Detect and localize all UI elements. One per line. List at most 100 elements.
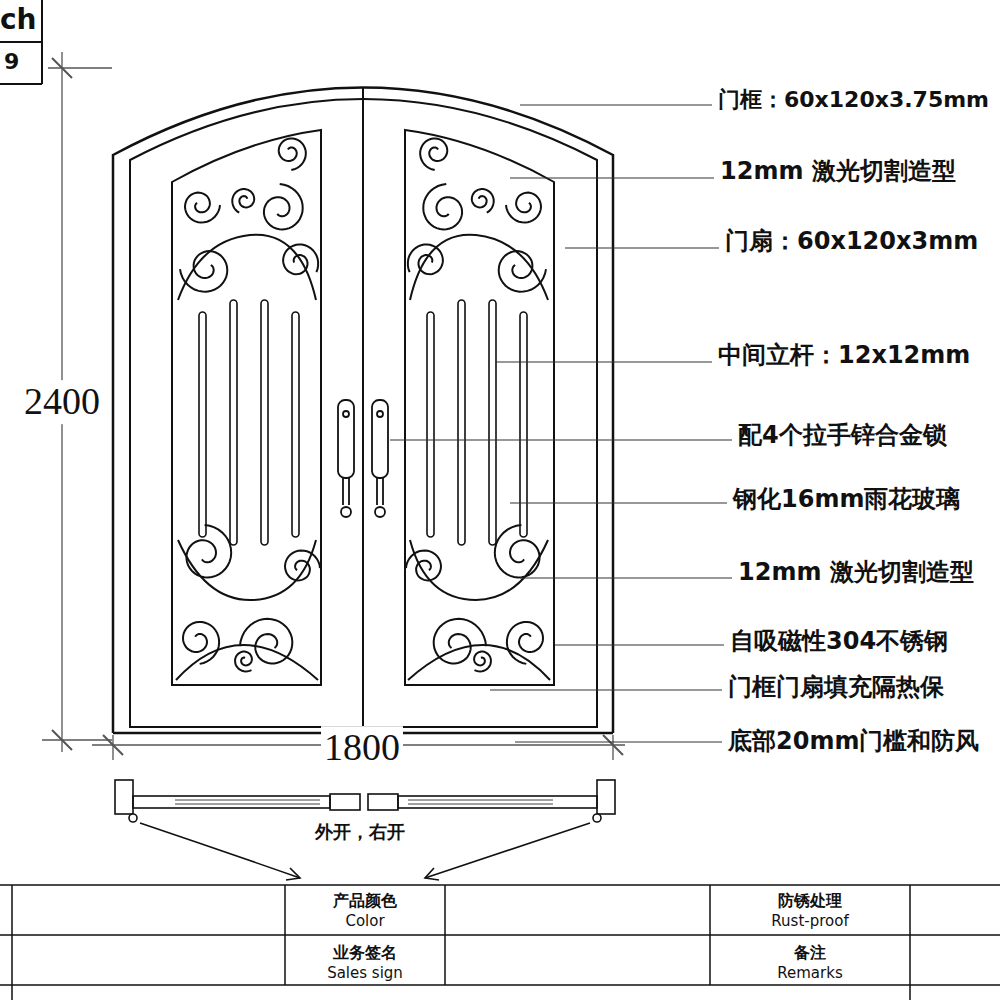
scroll-spiral	[185, 193, 220, 223]
scroll-spiral	[423, 184, 462, 229]
scroll-spiral	[285, 551, 320, 581]
callout-label: 配4个拉手锌合金锁	[738, 422, 947, 450]
leader-lines	[390, 105, 732, 742]
callout-label: 9	[4, 49, 19, 74]
bar	[489, 300, 496, 545]
lock-cylinder	[377, 411, 383, 417]
swing-arc	[140, 823, 300, 878]
scroll-spiral	[279, 138, 306, 170]
callout-label: 底部20mm门槛和防风	[728, 728, 979, 756]
lock-cylinder	[343, 411, 349, 417]
handle-plate	[372, 400, 388, 478]
table-cell: 备注	[794, 944, 826, 962]
handle-knob	[341, 507, 351, 517]
leaf-edge	[330, 794, 360, 810]
swing-arc	[425, 823, 590, 878]
callout-label: 自吸磁性304不锈钢	[730, 628, 948, 656]
scroll-spiral	[406, 551, 441, 581]
bar	[261, 300, 268, 545]
leader-line	[495, 361, 712, 362]
leader-line	[520, 104, 712, 105]
scroll-spiral	[420, 138, 447, 170]
scroll-spiral	[180, 251, 227, 292]
scroll-spiral	[474, 652, 491, 672]
scroll-stem	[410, 540, 548, 600]
bar	[458, 300, 465, 545]
door-outline	[0, 0, 613, 733]
hinge	[129, 814, 137, 822]
scroll-spiral	[232, 189, 254, 213]
bars	[199, 300, 527, 545]
table-cell: 业务签名	[333, 944, 397, 962]
callout-label: 钢化16mm雨花玻璃	[733, 486, 960, 514]
glass-panel	[405, 130, 554, 685]
handle-grip	[343, 478, 349, 505]
callout-label: 中间立杆：12x12mm	[718, 342, 970, 370]
scroll-stem	[178, 540, 316, 600]
callout-label: 12mm 激光切割造型	[720, 158, 956, 186]
scroll-spiral	[235, 652, 252, 672]
leaf-plan	[133, 796, 330, 808]
leader-line	[510, 502, 727, 503]
table-grid	[0, 885, 1000, 1000]
scroll-spiral	[434, 619, 486, 664]
leader-line	[490, 689, 722, 690]
callout-label: 外开，右开	[315, 822, 405, 843]
scroll-spiral	[283, 245, 318, 275]
scroll-spiral	[495, 525, 540, 577]
scroll-spiral	[264, 184, 303, 229]
scroll-stem	[176, 645, 318, 680]
glass-panel	[172, 130, 321, 685]
handles	[338, 400, 388, 517]
dimension-label: 1800	[321, 726, 403, 770]
jamb	[115, 780, 133, 814]
leader-line	[390, 439, 732, 440]
leaf-split	[362, 88, 364, 727]
swing-arrow	[425, 868, 439, 880]
title-corner	[0, 0, 42, 84]
callout-label: 门框门扇填充隔热保	[728, 674, 944, 702]
door-frame	[113, 88, 613, 734]
leader-line	[510, 177, 714, 178]
scroll-spiral	[499, 251, 546, 292]
scroll-spiral	[240, 619, 292, 664]
table-cell: Color	[345, 913, 384, 930]
leader-line	[555, 644, 724, 645]
table-cell: 产品颜色	[333, 892, 397, 910]
dimension-label: 2400	[21, 380, 103, 424]
plan-view	[115, 780, 615, 880]
bar	[230, 300, 237, 545]
scroll-spiral	[187, 525, 232, 577]
leader-line	[515, 741, 722, 742]
table-cell: Rust-proof	[771, 913, 848, 930]
leaf-edge	[368, 794, 398, 810]
callout-label: 12mm 激光切割造型	[738, 559, 974, 587]
callout-label: 门框：60x120x3.75mm	[718, 87, 989, 112]
scroll-spiral	[408, 245, 443, 275]
handle-plate	[338, 400, 354, 478]
scroll-stem	[408, 645, 550, 680]
jamb	[597, 780, 615, 814]
table-cell: Remarks	[777, 965, 842, 982]
callout-label: 门扇：60x120x3mm	[725, 228, 978, 256]
table-row-line	[0, 885, 1000, 985]
scrollwork	[176, 138, 550, 680]
hinge	[593, 814, 601, 822]
glass-hatch	[175, 800, 553, 804]
scroll-spiral	[507, 622, 543, 664]
leaf-plan	[398, 796, 597, 808]
leader-line	[565, 247, 719, 248]
bar	[427, 312, 434, 537]
swing-arrow	[286, 868, 300, 880]
table-cell: 防锈处理	[778, 892, 842, 910]
scroll-spiral	[506, 193, 541, 223]
callout-label: ch	[0, 4, 37, 36]
scroll-spiral	[183, 622, 219, 664]
scroll-spiral	[472, 189, 494, 213]
bar	[292, 312, 299, 537]
leader-line	[520, 577, 732, 578]
table-column-line	[12, 885, 910, 1000]
handle-grip	[377, 478, 383, 505]
table-cell: Sales sign	[327, 965, 403, 982]
dimension-lines	[42, 52, 625, 760]
